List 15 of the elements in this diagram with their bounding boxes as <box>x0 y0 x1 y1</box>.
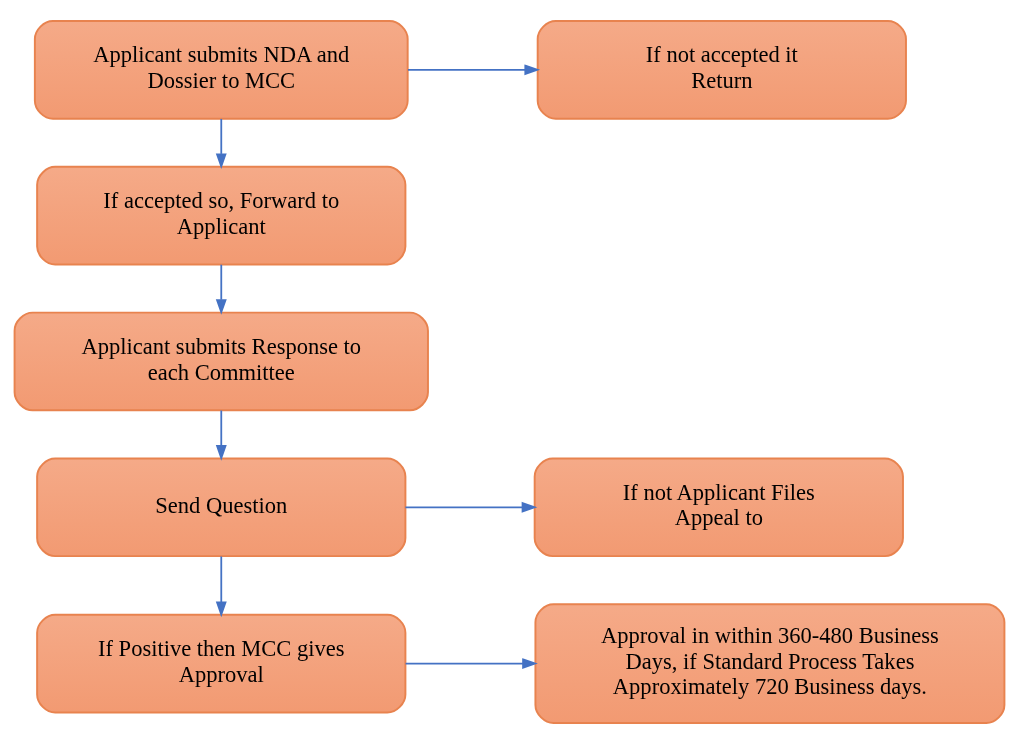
node-box: Approval in within 360-480 Business Days, if Standard Process Takes Approximately 720 Business days. <box>534 603 1006 724</box>
arrow <box>215 555 227 618</box>
arrow <box>407 64 541 76</box>
arrow <box>215 409 227 461</box>
node-box: If not Applicant Files Appeal to <box>533 457 904 558</box>
node-box: If Positive then MCC gives Approval <box>36 613 407 714</box>
node-box: Send Question <box>36 457 407 558</box>
node-box: Applicant submits NDA and Dossier to MCC <box>33 20 409 120</box>
node-box: Applicant submits Response to each Committee <box>13 311 429 412</box>
arrow <box>404 658 538 670</box>
arrow <box>215 118 227 170</box>
node-box: If accepted so, Forward to Applicant <box>36 165 407 266</box>
arrow <box>404 501 538 513</box>
node-box: If not accepted it Return <box>536 20 907 120</box>
arrow <box>215 263 227 315</box>
